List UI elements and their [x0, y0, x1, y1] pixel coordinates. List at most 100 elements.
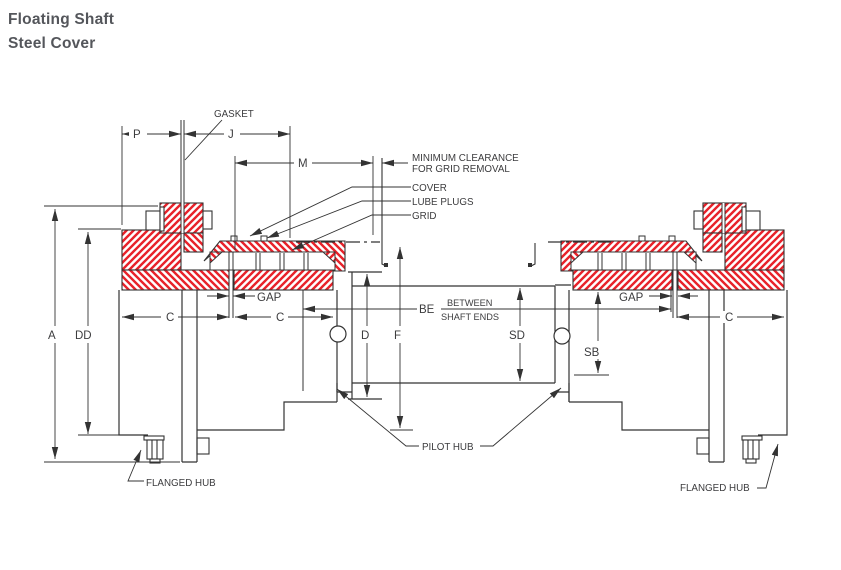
dim-d-label: D	[361, 330, 369, 342]
whiteout	[580, 341, 610, 359]
dim-be-between-label: BETWEEN	[447, 298, 492, 308]
right-grid-seat-a	[570, 251, 585, 265]
dim-gap-right-label: GAP	[619, 292, 644, 304]
grid-label: GRID	[412, 211, 437, 222]
bolt-head-facets	[747, 440, 754, 459]
sectioned-parts	[121, 202, 785, 291]
left-gasket-lines	[180, 120, 185, 233]
mid-extension-ticks	[390, 374, 609, 431]
right-grid-seat-b	[682, 251, 697, 265]
leader-lines	[127, 119, 779, 489]
right-gasket-gap	[722, 203, 725, 233]
bolt-washer	[159, 206, 165, 232]
left-gasket-gap	[181, 120, 184, 233]
left-flange-plate	[181, 290, 198, 463]
left-cover-flange-section	[183, 232, 204, 253]
lube-plug	[260, 235, 268, 242]
cover-leader	[249, 186, 411, 237]
left-extension-lines	[44, 205, 180, 463]
whiteout	[294, 157, 312, 169]
cover-label: COVER	[412, 183, 447, 194]
whiteout	[390, 326, 407, 343]
bolt-head	[742, 439, 760, 460]
title-line-2: Steel Cover	[8, 35, 96, 52]
pilot-hub-leader-left	[336, 388, 419, 447]
dim-be-shaft-ends-label: SHAFT ENDS	[441, 312, 499, 322]
whiteout	[129, 128, 147, 140]
min-clearance-label-2: FOR GRID REMOVAL	[412, 164, 510, 175]
bolt-head-facets	[151, 440, 158, 459]
bolt-washer	[741, 206, 747, 232]
lube-plug	[230, 235, 238, 242]
bolt-head	[745, 210, 761, 231]
clearance-stop-right	[528, 263, 532, 267]
bolt-nut	[202, 210, 213, 230]
gasket-leader	[184, 119, 223, 161]
lube-plug	[668, 235, 676, 242]
bolt-tip	[149, 458, 161, 464]
dimension-lines	[44, 126, 784, 463]
left-barrel-outline	[197, 290, 338, 431]
bolt-head	[146, 439, 164, 460]
pilot-hub-label: PILOT HUB	[422, 442, 474, 453]
left-gap-lines	[228, 252, 234, 318]
dim-sd-label: SD	[509, 330, 525, 342]
min-clearance-label-1: MINIMUM CLEARANCE	[412, 153, 519, 164]
bolt-washer	[143, 435, 165, 441]
clearance-stop-left	[384, 263, 388, 267]
whiteout	[356, 326, 375, 343]
clearance-line-right	[530, 243, 536, 267]
lube-plug-fittings	[230, 235, 676, 242]
labels: GASKET P J M MINIMUM CLEARANCE FOR GRID …	[48, 109, 750, 494]
dim-be-label: BE	[419, 304, 435, 316]
dim-sb-label: SB	[584, 347, 600, 359]
whiteout	[161, 311, 178, 323]
right-gasket-lines	[721, 203, 726, 233]
bolt-tip	[745, 458, 757, 464]
right-lube-hole	[553, 327, 571, 345]
right-barrel-outline	[568, 290, 709, 431]
flanged-hub-left-label: FLANGED HUB	[146, 478, 216, 489]
right-cover-flange-section	[702, 232, 723, 253]
bolt-side	[696, 437, 710, 455]
lube-plugs-leader	[266, 200, 411, 239]
whiteout	[224, 128, 240, 140]
bolt-washer	[741, 435, 763, 441]
left-grid-bars	[255, 253, 309, 270]
flanged-hub-right-label: FLANGED HUB	[680, 483, 750, 494]
left-hub-outer-outline	[118, 290, 148, 436]
bolt-head	[145, 210, 161, 231]
left-flange-rim-section	[121, 229, 182, 271]
pilot-hub-leader-right	[480, 387, 562, 447]
right-flange-rim-section	[724, 229, 785, 271]
dim-gap-left-label: GAP	[257, 292, 282, 304]
right-grid-bars	[597, 253, 651, 270]
gasket-joints	[180, 120, 726, 233]
left-pilot-side-hub-section	[233, 269, 334, 291]
left-grid-seat-a	[209, 251, 224, 265]
lube-plug	[638, 235, 646, 242]
flanged-hub-leader-left	[127, 449, 144, 482]
dim-dd-label: DD	[75, 330, 92, 342]
left-flanged-hub-section	[121, 269, 230, 291]
dim-c-right-label: C	[725, 312, 733, 324]
whiteout	[720, 311, 737, 323]
right-pilot-side-hub-section	[572, 269, 673, 291]
gasket-label: GASKET	[214, 109, 254, 120]
whiteout	[271, 311, 288, 323]
lube-plugs-label: LUBE PLUGS	[412, 197, 474, 208]
grid-springs	[209, 251, 697, 318]
grid-leader	[291, 214, 411, 251]
dim-f-label: F	[394, 330, 401, 342]
whiteout	[73, 326, 101, 343]
right-hub-outer-outline	[758, 290, 788, 436]
right-flanged-hub-section	[677, 269, 785, 291]
clearance-line-left	[381, 158, 387, 267]
dim-j-label: J	[228, 129, 234, 141]
dim-m-label: M	[298, 158, 308, 170]
whiteout	[505, 326, 532, 343]
label-backgrounds	[45, 128, 737, 359]
dim-a-label: A	[48, 330, 56, 342]
